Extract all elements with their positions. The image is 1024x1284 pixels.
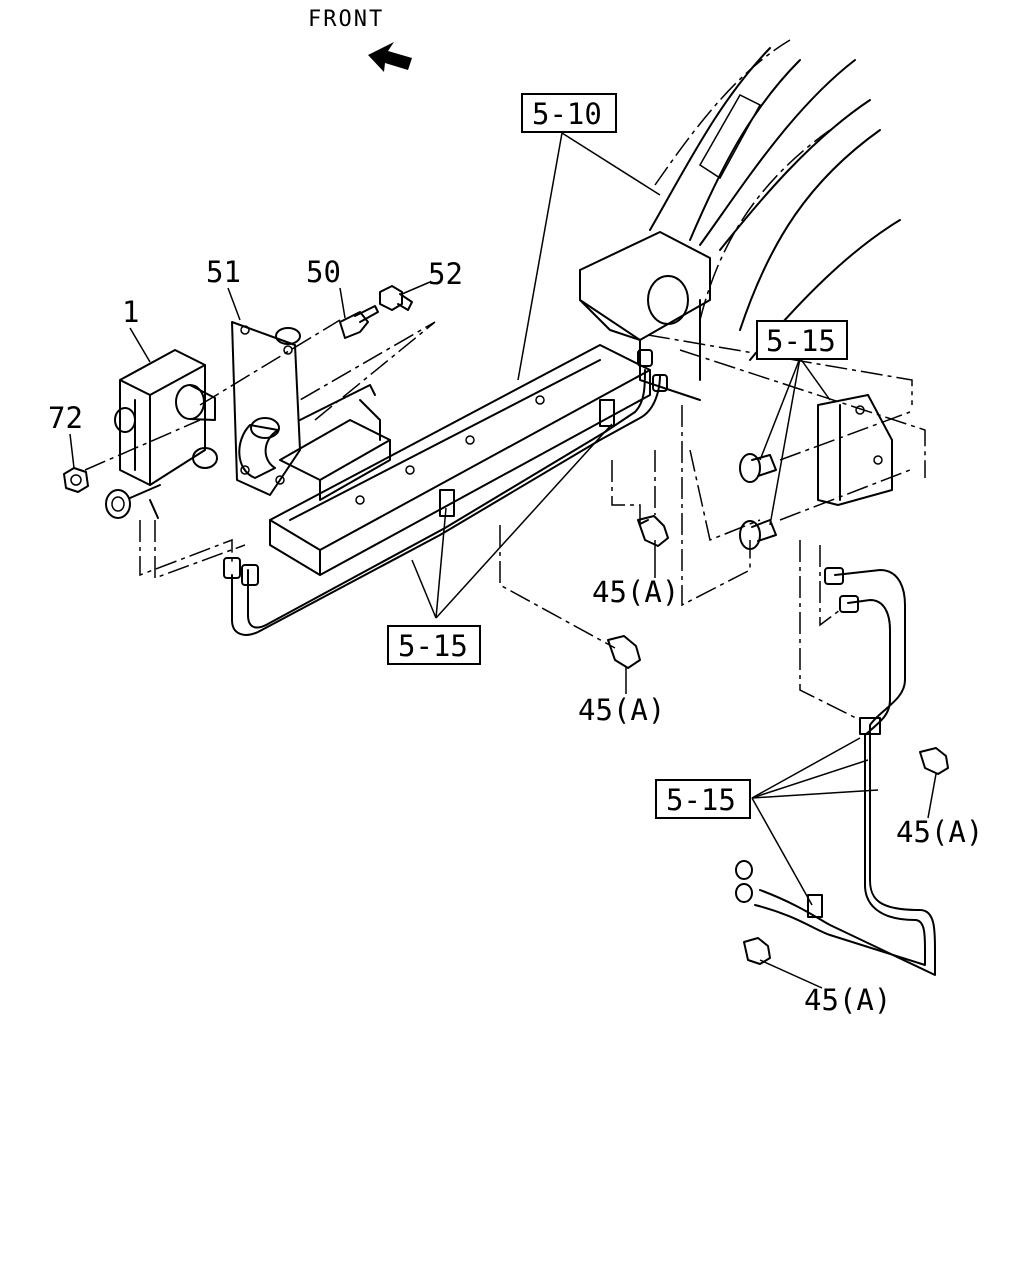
bolt-45-a	[637, 515, 669, 547]
callout-5-15-lower-text: 5-15	[398, 629, 468, 663]
frame-rail	[269, 344, 651, 576]
part-number-51: 51	[206, 255, 241, 289]
part-number-52: 52	[428, 257, 463, 291]
bolt-50	[339, 305, 379, 339]
arrow-left-icon	[368, 42, 412, 72]
bolt-52	[379, 285, 413, 311]
pipe-left	[223, 349, 668, 636]
callout-5-15-right[interactable]: 5-15	[655, 779, 751, 819]
part-number-45a-upper: 45(A)	[592, 575, 679, 609]
nut-72	[63, 467, 89, 493]
bolt-45-c	[919, 747, 949, 775]
assembly-lines	[84, 319, 926, 721]
part-number-45a-bottom: 45(A)	[804, 983, 891, 1017]
leader-lines	[69, 132, 937, 989]
elbow-fitting-upper	[739, 453, 777, 483]
callout-5-15-upper[interactable]: 5-15	[756, 320, 848, 360]
callout-5-15-lower[interactable]: 5-15	[387, 625, 481, 665]
bolt-45-b	[607, 635, 641, 669]
front-label: FRONT	[308, 7, 384, 32]
part-number-45a-right: 45(A)	[896, 815, 983, 849]
part-number-50: 50	[306, 255, 341, 289]
cab-structure	[579, 39, 901, 401]
side-bracket	[817, 394, 893, 506]
callout-5-10-text: 5-10	[532, 97, 602, 131]
bolt-45-d	[743, 937, 771, 965]
callout-5-10[interactable]: 5-10	[521, 93, 617, 133]
bracket-plate	[231, 321, 301, 496]
part-number-72: 72	[48, 401, 83, 435]
callout-5-15-upper-text: 5-15	[766, 324, 836, 358]
part-number-45a-center: 45(A)	[578, 693, 665, 727]
part-number-1: 1	[122, 295, 139, 329]
reservoir-unit	[105, 349, 218, 519]
callout-5-15-right-text: 5-15	[666, 783, 736, 817]
pipe-right	[735, 567, 936, 976]
